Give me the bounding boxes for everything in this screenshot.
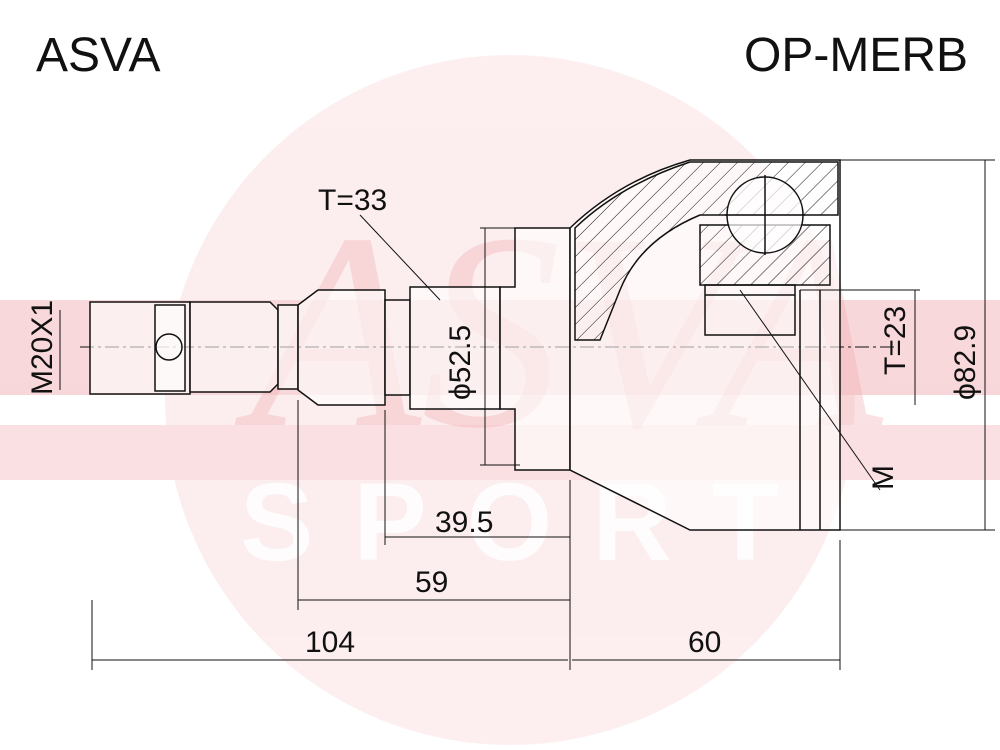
label-diameter-shaft: ϕ52.5 xyxy=(444,325,477,400)
label-104: 104 xyxy=(305,626,355,659)
label-teeth-cup: T=23 xyxy=(879,306,912,375)
label-m: M xyxy=(867,465,900,490)
dimension-lines xyxy=(59,159,995,670)
part-number: OP-MERB xyxy=(743,29,968,82)
label-diameter-outer: ϕ82.9 xyxy=(949,325,982,400)
label-39-5: 39.5 xyxy=(435,506,493,539)
label-59: 59 xyxy=(415,566,448,599)
label-teeth-shaft: T=33 xyxy=(318,184,387,217)
label-thread: M20X1 xyxy=(26,300,59,395)
label-60: 60 xyxy=(688,626,721,659)
brand-title: ASVA xyxy=(36,29,161,82)
leader-m xyxy=(739,289,881,491)
leader-t33 xyxy=(359,214,441,301)
shaft xyxy=(89,227,571,471)
outer-cup xyxy=(569,159,841,531)
